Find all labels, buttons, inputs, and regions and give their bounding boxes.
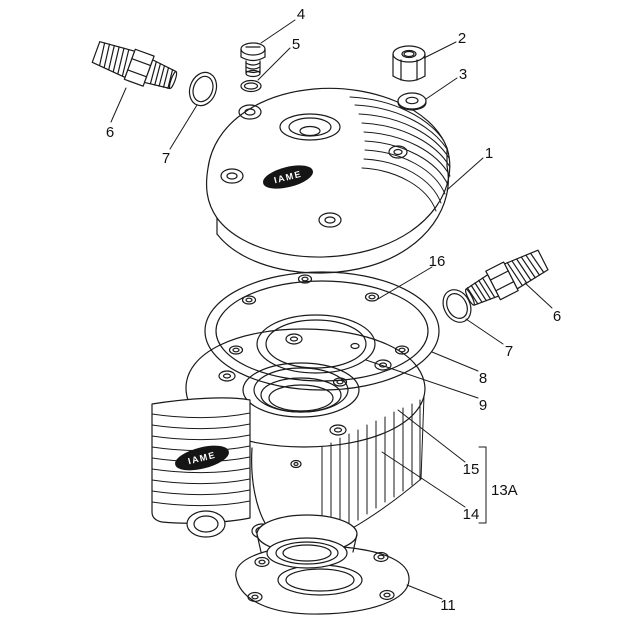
callout-11: 11: [440, 597, 456, 614]
callout-16: 16: [429, 253, 446, 270]
callout-14: 14: [463, 506, 480, 523]
leader-6-left: [110, 87, 127, 123]
leader-7-right: [465, 318, 504, 345]
callout-8: 8: [479, 370, 487, 387]
cylinder-left-fin-block: IAME: [151, 397, 251, 524]
cylinder-exhaust-stub: [186, 510, 226, 538]
callout-9: 9: [479, 397, 487, 414]
head-cover-bottom-rim: [216, 165, 449, 274]
callout-6-right: 6: [553, 308, 561, 325]
cylinder-brand-logo: IAME: [175, 445, 229, 471]
base-gasket-bolt-holes: [247, 551, 395, 603]
cylinder-front-bolt: [290, 459, 302, 469]
part-washer: [397, 92, 427, 111]
leader-2: [423, 41, 457, 59]
leader-15: [397, 409, 466, 463]
part-head-gasket: [204, 271, 440, 391]
part-nut: [392, 45, 426, 82]
leader-4: [260, 19, 296, 44]
cylinder-bore: [242, 362, 360, 418]
part-fitting-left: [89, 36, 182, 97]
callout-3: 3: [459, 66, 467, 83]
part-fitting-right: [460, 245, 551, 313]
head-gasket-holes: [228, 274, 410, 387]
callout-7-left: 7: [162, 150, 170, 167]
callout-6-left: 6: [106, 124, 114, 141]
head-brand-logo: IAME: [263, 165, 313, 189]
callout-1: 1: [485, 145, 493, 162]
callout-5: 5: [292, 36, 300, 53]
head-cover-outline: [205, 87, 451, 258]
leader-1: [446, 157, 484, 191]
cylinder-stud-holes: [218, 333, 392, 436]
head-cover-fins: [349, 96, 451, 212]
leader-16: [377, 266, 433, 300]
leader-7-left: [169, 104, 198, 150]
head-cover-plug-opening: [279, 113, 341, 141]
cylinder-front-contour: [251, 447, 269, 529]
head-gasket-inner: [215, 280, 429, 382]
leader-9: [365, 359, 479, 399]
head-oring-inner: [256, 314, 376, 374]
leader-3: [425, 77, 458, 100]
leader-14: [381, 451, 466, 508]
callout-2: 2: [458, 30, 466, 47]
head-gasket-outer: [204, 271, 440, 391]
head-cover-bolt-bosses: [220, 104, 408, 228]
part-plug-oring: [240, 79, 262, 93]
leader-8: [431, 351, 479, 372]
part-plug-bolt: [240, 42, 266, 78]
callout-7-right: 7: [505, 343, 513, 360]
leader-5: [257, 47, 291, 81]
part-cylinder-head-cover: IAME: [205, 87, 451, 274]
callout-labels: 4 2 5 3 6 1 7 16 6 7 8 9 15 13A 14 11: [106, 6, 561, 614]
leader-lines: [110, 19, 553, 600]
callout-4: 4: [297, 6, 305, 23]
callout-15: 15: [463, 461, 480, 478]
leader-6-right: [524, 282, 553, 309]
cylinder-spigot: [256, 514, 358, 569]
part-oring-left: [184, 67, 222, 111]
base-gasket-bore-inner: [285, 568, 355, 592]
part-cylinder: IAME: [151, 328, 426, 569]
callout-13a: 13A: [491, 482, 518, 499]
bracket-13a: [478, 446, 487, 524]
leader-11: [406, 584, 443, 600]
